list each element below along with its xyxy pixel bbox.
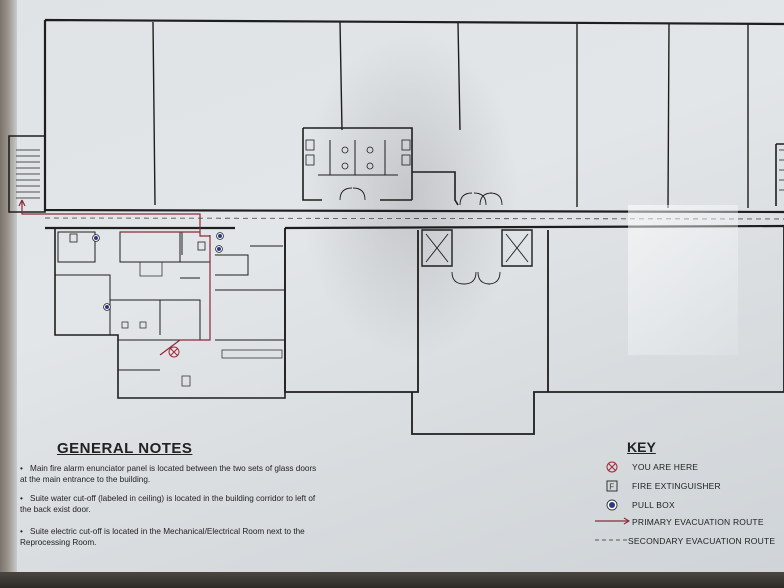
building-outline-top (43, 18, 784, 214)
general-note-1: •Main fire alarm enunciator panel is loc… (20, 464, 317, 484)
suite-fixtures (121, 261, 283, 387)
window-reflection (628, 205, 738, 355)
general-note-2: •Suite water cut-off (labeled in ceiling… (20, 494, 316, 514)
elevator-shafts (425, 233, 529, 263)
primary-evacuation-route (21, 200, 211, 356)
key-item-primary-route: PRIMARY EVACUATION ROUTE (632, 517, 764, 527)
left-stair (8, 135, 46, 213)
general-note-3-text: Suite electric cut-off is located in the… (20, 527, 305, 547)
fire-extinguisher-icon: F (606, 480, 618, 492)
restroom-core (302, 127, 459, 206)
key-item-fire-extinguisher: FIRE EXTINGUISHER (632, 481, 721, 491)
key-title: KEY (627, 439, 656, 455)
fire-extinguisher-icon (69, 233, 78, 243)
key-item-pull-box: PULL BOX (632, 500, 675, 510)
primary-route-line-icon (595, 517, 630, 525)
top-room-walls (152, 21, 749, 209)
key-item-secondary-route: SECONDARY EVACUATION ROUTE (628, 536, 776, 546)
you-are-here-marker (168, 346, 180, 358)
you-are-here-icon (606, 461, 618, 473)
stair-treads (16, 149, 784, 199)
pull-box-icon (606, 499, 618, 511)
general-note-1-text: Main fire alarm enunciator panel is loca… (20, 464, 317, 484)
suite-walls (54, 228, 286, 399)
right-tenant-walls (284, 226, 784, 435)
plan-markers (69, 232, 224, 358)
pull-box-icon (94, 236, 98, 240)
frame-bottom-rail (0, 572, 784, 588)
general-note-3: •Suite electric cut-off is located in th… (20, 527, 305, 547)
restroom-fixtures (305, 139, 411, 170)
general-note-2-text: Suite water cut-off (labeled in ceiling)… (20, 494, 316, 514)
svg-text:F: F (609, 483, 614, 492)
door-swings (339, 187, 503, 285)
glass-reflection (300, 30, 520, 360)
secondary-route-line-icon (595, 539, 629, 541)
general-notes-title: GENERAL NOTES (57, 440, 193, 457)
key-item-you-are-here: YOU ARE HERE (632, 462, 699, 472)
